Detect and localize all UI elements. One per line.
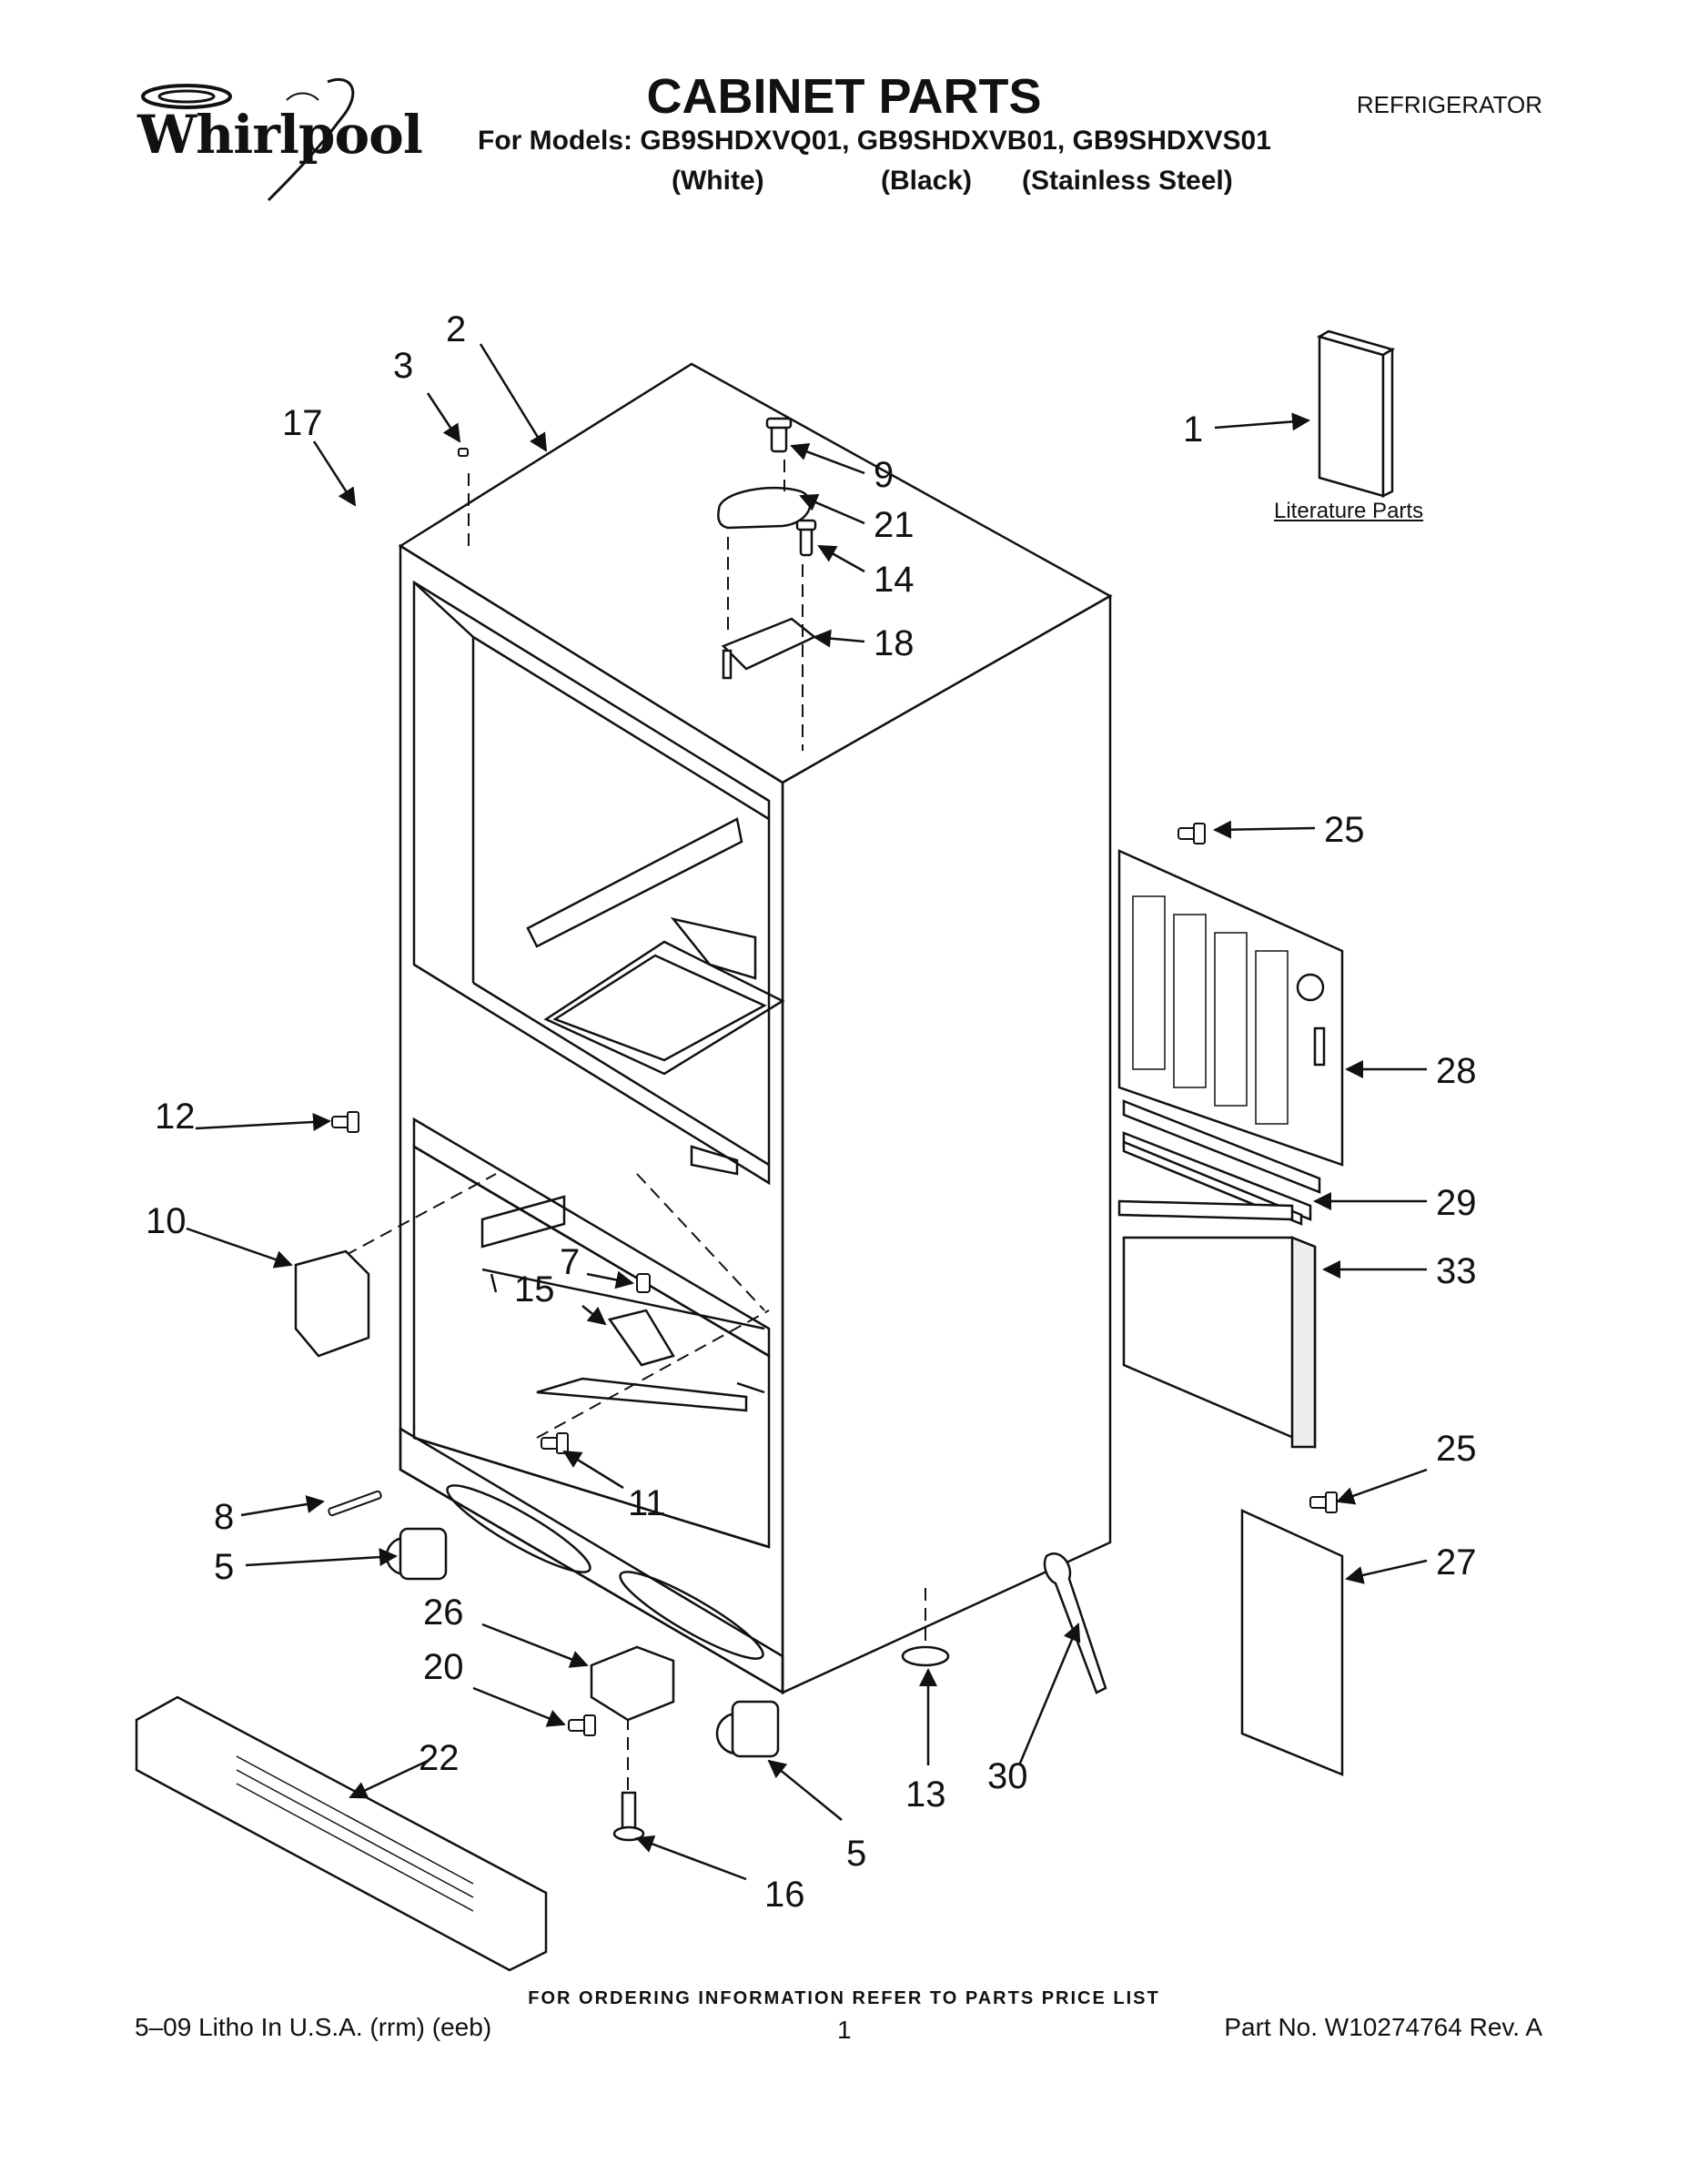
part-number: Part No. W10274764 Rev. A [1224,2013,1542,2041]
callout-10: 10 [146,1201,187,1241]
page-number: 1 [837,2016,852,2044]
callout-5-right: 5 [846,1834,866,1874]
callout-20: 20 [423,1647,464,1687]
whirlpool-logo: Whirlpool [132,64,423,218]
callout-27: 27 [1436,1542,1477,1582]
callout-9: 9 [874,455,894,495]
leveling-leg [612,1791,645,1842]
callout-25-bottom: 25 [1436,1429,1477,1469]
callout-3: 3 [393,346,413,386]
callout-7: 7 [560,1242,580,1282]
callout-25-top: 25 [1324,810,1365,850]
model-list: For Models: GB9SHDXVQ01, GB9SHDXVB01, GB… [478,126,1271,156]
leveling-bracket [607,1309,675,1367]
callout-15: 15 [514,1269,555,1309]
rollers [385,1527,780,1758]
wrench-tool [1043,1552,1107,1694]
ice-cover [294,1249,370,1358]
callout-arrows [186,343,1428,1881]
logo-swirl-icon [141,77,355,202]
literature-parts-label: Literature Parts [1274,499,1424,523]
front-bracket [590,1645,675,1722]
ordering-note: FOR ORDERING INFORMATION REFER TO PARTS … [528,1988,1160,2008]
rear-access-panel [1117,849,1344,1167]
callout-30: 30 [987,1756,1028,1796]
callout-12: 12 [155,1097,196,1137]
document-type: REFRIGERATOR [1356,91,1542,118]
callout-21: 21 [874,505,915,545]
color-white: (White) [672,166,764,196]
callout-17: 17 [282,403,323,443]
grommet [901,1645,950,1667]
callout-labels: 1 2 3 17 9 21 14 18 25 28 12 29 10 7 15 … [146,309,1477,1915]
kick-plate-strips [1117,1099,1321,1449]
callout-26: 26 [423,1592,464,1633]
callout-22: 22 [419,1738,460,1778]
callout-2: 2 [446,309,466,349]
literature-booklet [1316,329,1396,499]
base-grille [135,1695,548,1972]
callout-5-left: 5 [214,1547,234,1587]
callout-28: 28 [1436,1051,1477,1091]
logo-wordmark: Whirlpool [137,104,423,166]
callout-11: 11 [628,1483,666,1523]
rear-cover-panel [1240,1509,1344,1776]
callout-8: 8 [214,1497,234,1537]
page-title: CABINET PARTS [646,69,1042,124]
callout-33: 33 [1436,1251,1477,1291]
callout-18: 18 [874,623,915,663]
screws [328,448,1338,1736]
callout-1: 1 [1183,410,1203,450]
callout-13: 13 [905,1774,946,1815]
litho-info: 5–09 Litho In U.S.A. (rrm) (eeb) [135,2013,492,2041]
callout-29: 29 [1436,1183,1477,1223]
color-stainless: (Stainless Steel) [1022,166,1233,196]
callout-16: 16 [764,1875,805,1915]
callout-14: 14 [874,560,915,600]
cabinet-body [398,362,1113,1695]
hinge-dash-lines [327,460,926,1793]
color-black: (Black) [881,166,973,196]
